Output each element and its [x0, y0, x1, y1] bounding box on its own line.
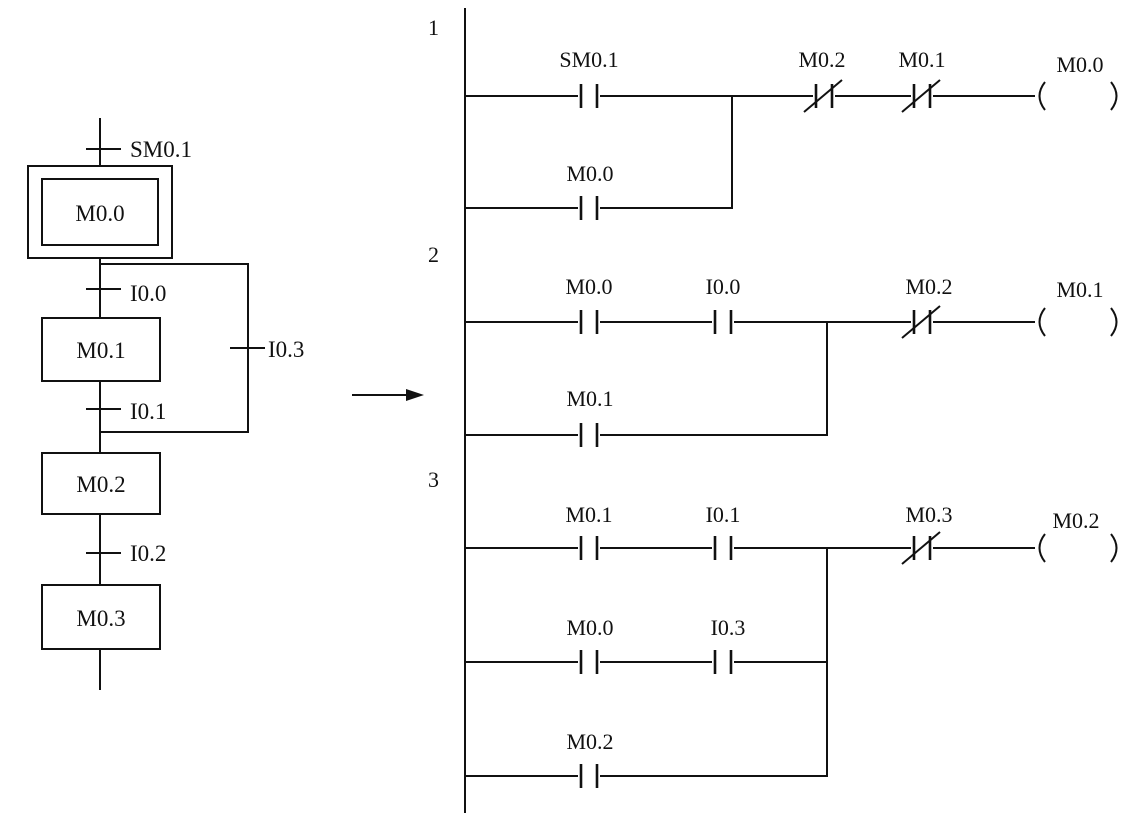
contact-label: I0.1	[706, 502, 741, 527]
contact-label: M0.0	[566, 161, 613, 186]
contact-label: M0.0	[565, 274, 612, 299]
sfc-step-label: M0.0	[75, 201, 124, 226]
conversion-arrow-icon	[352, 389, 424, 401]
sfc-step-label: M0.2	[76, 472, 125, 497]
sfc-step-box	[41, 317, 161, 382]
coil-icon	[1038, 81, 1046, 111]
sfc-chart: SM0.1 M0.0 I0.0 M0.1 I0.1 I0.3 M0.2 I0.2…	[27, 118, 304, 690]
branch-wire	[600, 548, 828, 777]
sfc-jump-transition-label: I0.3	[268, 337, 304, 362]
contact-label: M0.2	[566, 729, 613, 754]
rung-3: M0.1 I0.1 M0.3 M0.2 M0.0 I0.3	[465, 502, 1118, 788]
contact-label: I0.0	[706, 274, 741, 299]
rung-number: 3	[428, 467, 439, 492]
contact-label: M0.2	[798, 47, 845, 72]
contact-label: M0.3	[905, 502, 952, 527]
branch-wire	[600, 322, 828, 436]
coil-label: M0.2	[1052, 508, 1099, 533]
sfc-initial-step-inner-box	[41, 178, 159, 246]
rung-1: SM0.1 M0.2 M0.1 M0.0 M0.0	[465, 47, 1118, 220]
sfc-step-box	[41, 452, 161, 515]
sfc-step-label: M0.1	[76, 338, 125, 363]
sfc-transition-label: I0.1	[130, 399, 166, 424]
coil-icon	[1038, 533, 1046, 563]
sfc-step-box	[41, 584, 161, 650]
coil-label: M0.1	[1056, 277, 1103, 302]
coil-icon	[1038, 307, 1046, 337]
sfc-transition-label: I0.2	[130, 541, 166, 566]
sfc-transition-label: I0.0	[130, 281, 166, 306]
contact-label: M0.1	[898, 47, 945, 72]
rung-2: M0.0 I0.0 M0.2 M0.1 M0.1	[465, 274, 1118, 447]
contact-label: M0.1	[566, 386, 613, 411]
contact-label: M0.0	[566, 615, 613, 640]
rung-number: 2	[428, 242, 439, 267]
sfc-step-label: M0.3	[76, 606, 125, 631]
sfc-initial-step-outer-box	[27, 165, 173, 259]
contact-label: I0.3	[711, 615, 746, 640]
contact-label: M0.1	[565, 502, 612, 527]
branch-wire	[600, 96, 733, 209]
contact-label: SM0.1	[559, 47, 618, 72]
ladder-diagram: 1 2 3 SM0.1 M0.2 M0.1 M0.0	[428, 8, 1118, 813]
rung-number: 1	[428, 15, 439, 40]
coil-label: M0.0	[1056, 52, 1103, 77]
sfc-initial-transition-label: SM0.1	[130, 137, 192, 162]
contact-label: M0.2	[905, 274, 952, 299]
